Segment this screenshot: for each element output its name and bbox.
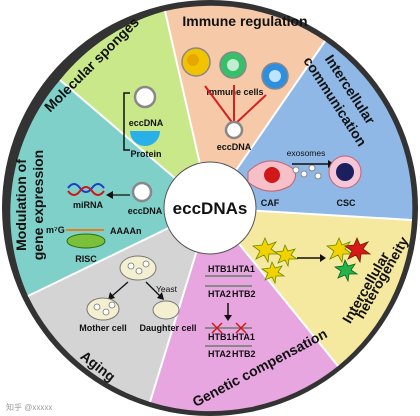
histone-genes-group: HTB1 HTA1 HTA2 HTB2 HTB1 HTA1 HTA2 HTB2 — [205, 264, 256, 359]
mirna-structure — [67, 183, 105, 196]
heterogeneous-cells-right — [325, 236, 372, 283]
risc-complex — [66, 233, 106, 249]
gene-htb1-a: HTB1 — [208, 264, 232, 274]
protein-shape — [130, 131, 160, 146]
sponges-eccdna-label: eccDNA — [129, 118, 164, 128]
modulation-eccdna-label: eccDNA — [128, 206, 163, 216]
protein-label: Protein — [130, 149, 161, 159]
gene-expression-title-1: Modulation of — [13, 159, 29, 251]
exosome-vesicles — [292, 164, 322, 180]
gene-htb2-a: HTB2 — [232, 289, 256, 299]
segment-gene-expression — [10, 80, 211, 296]
immune-eccdna-label: eccDNA — [217, 142, 252, 152]
eccdna-circle-modulation — [131, 181, 153, 203]
watermark: 知乎 @xxxxx — [6, 403, 53, 412]
yeast-daughter-cell — [152, 300, 180, 320]
gene-htb2-b: HTB2 — [232, 349, 256, 359]
deletion-marks — [211, 322, 247, 334]
mother-cell-label: Mother cell — [79, 323, 127, 333]
gene-htb1-b: HTB1 — [208, 332, 232, 342]
yeast-label: Yeast — [156, 284, 178, 294]
exosomes-label: exosomes — [287, 148, 326, 158]
polya-label: AAAAn — [110, 226, 142, 236]
yeast-mother-cell — [86, 297, 120, 321]
gene-hta1-b: HTA1 — [232, 332, 255, 342]
center-label: eccDNAs — [173, 199, 248, 218]
eccdna-circle-sponges — [133, 85, 157, 109]
immune-regulation-title: Immune regulation — [182, 13, 307, 29]
gene-hta2-a: HTA2 — [208, 289, 231, 299]
caf-label: CAF — [261, 198, 280, 208]
segment-molecular-sponges — [60, 11, 210, 208]
m7g-label: m⁷G — [46, 225, 65, 235]
yeast-mother-top — [119, 255, 157, 281]
csc-cell — [328, 155, 362, 189]
heterogeneous-cells-left — [251, 236, 299, 285]
center-circle — [163, 161, 257, 255]
eccdna-circle-immune — [224, 120, 244, 140]
sponges-bracket — [123, 92, 130, 151]
csc-label: CSC — [336, 198, 356, 208]
segment-genetic-compensation — [150, 208, 338, 412]
gene-expression-title-2: gene expression — [30, 150, 46, 261]
gene-hta2-b: HTA2 — [208, 349, 231, 359]
mirna-label: miRNA — [73, 200, 104, 210]
caf-cell — [247, 160, 296, 192]
daughter-cell-label: Daughter cell — [139, 323, 196, 333]
risc-label: RISC — [75, 254, 97, 264]
immune-arrows — [204, 85, 267, 126]
immune-cells-group — [181, 47, 289, 90]
gene-hta1-a: HTA1 — [232, 264, 255, 274]
